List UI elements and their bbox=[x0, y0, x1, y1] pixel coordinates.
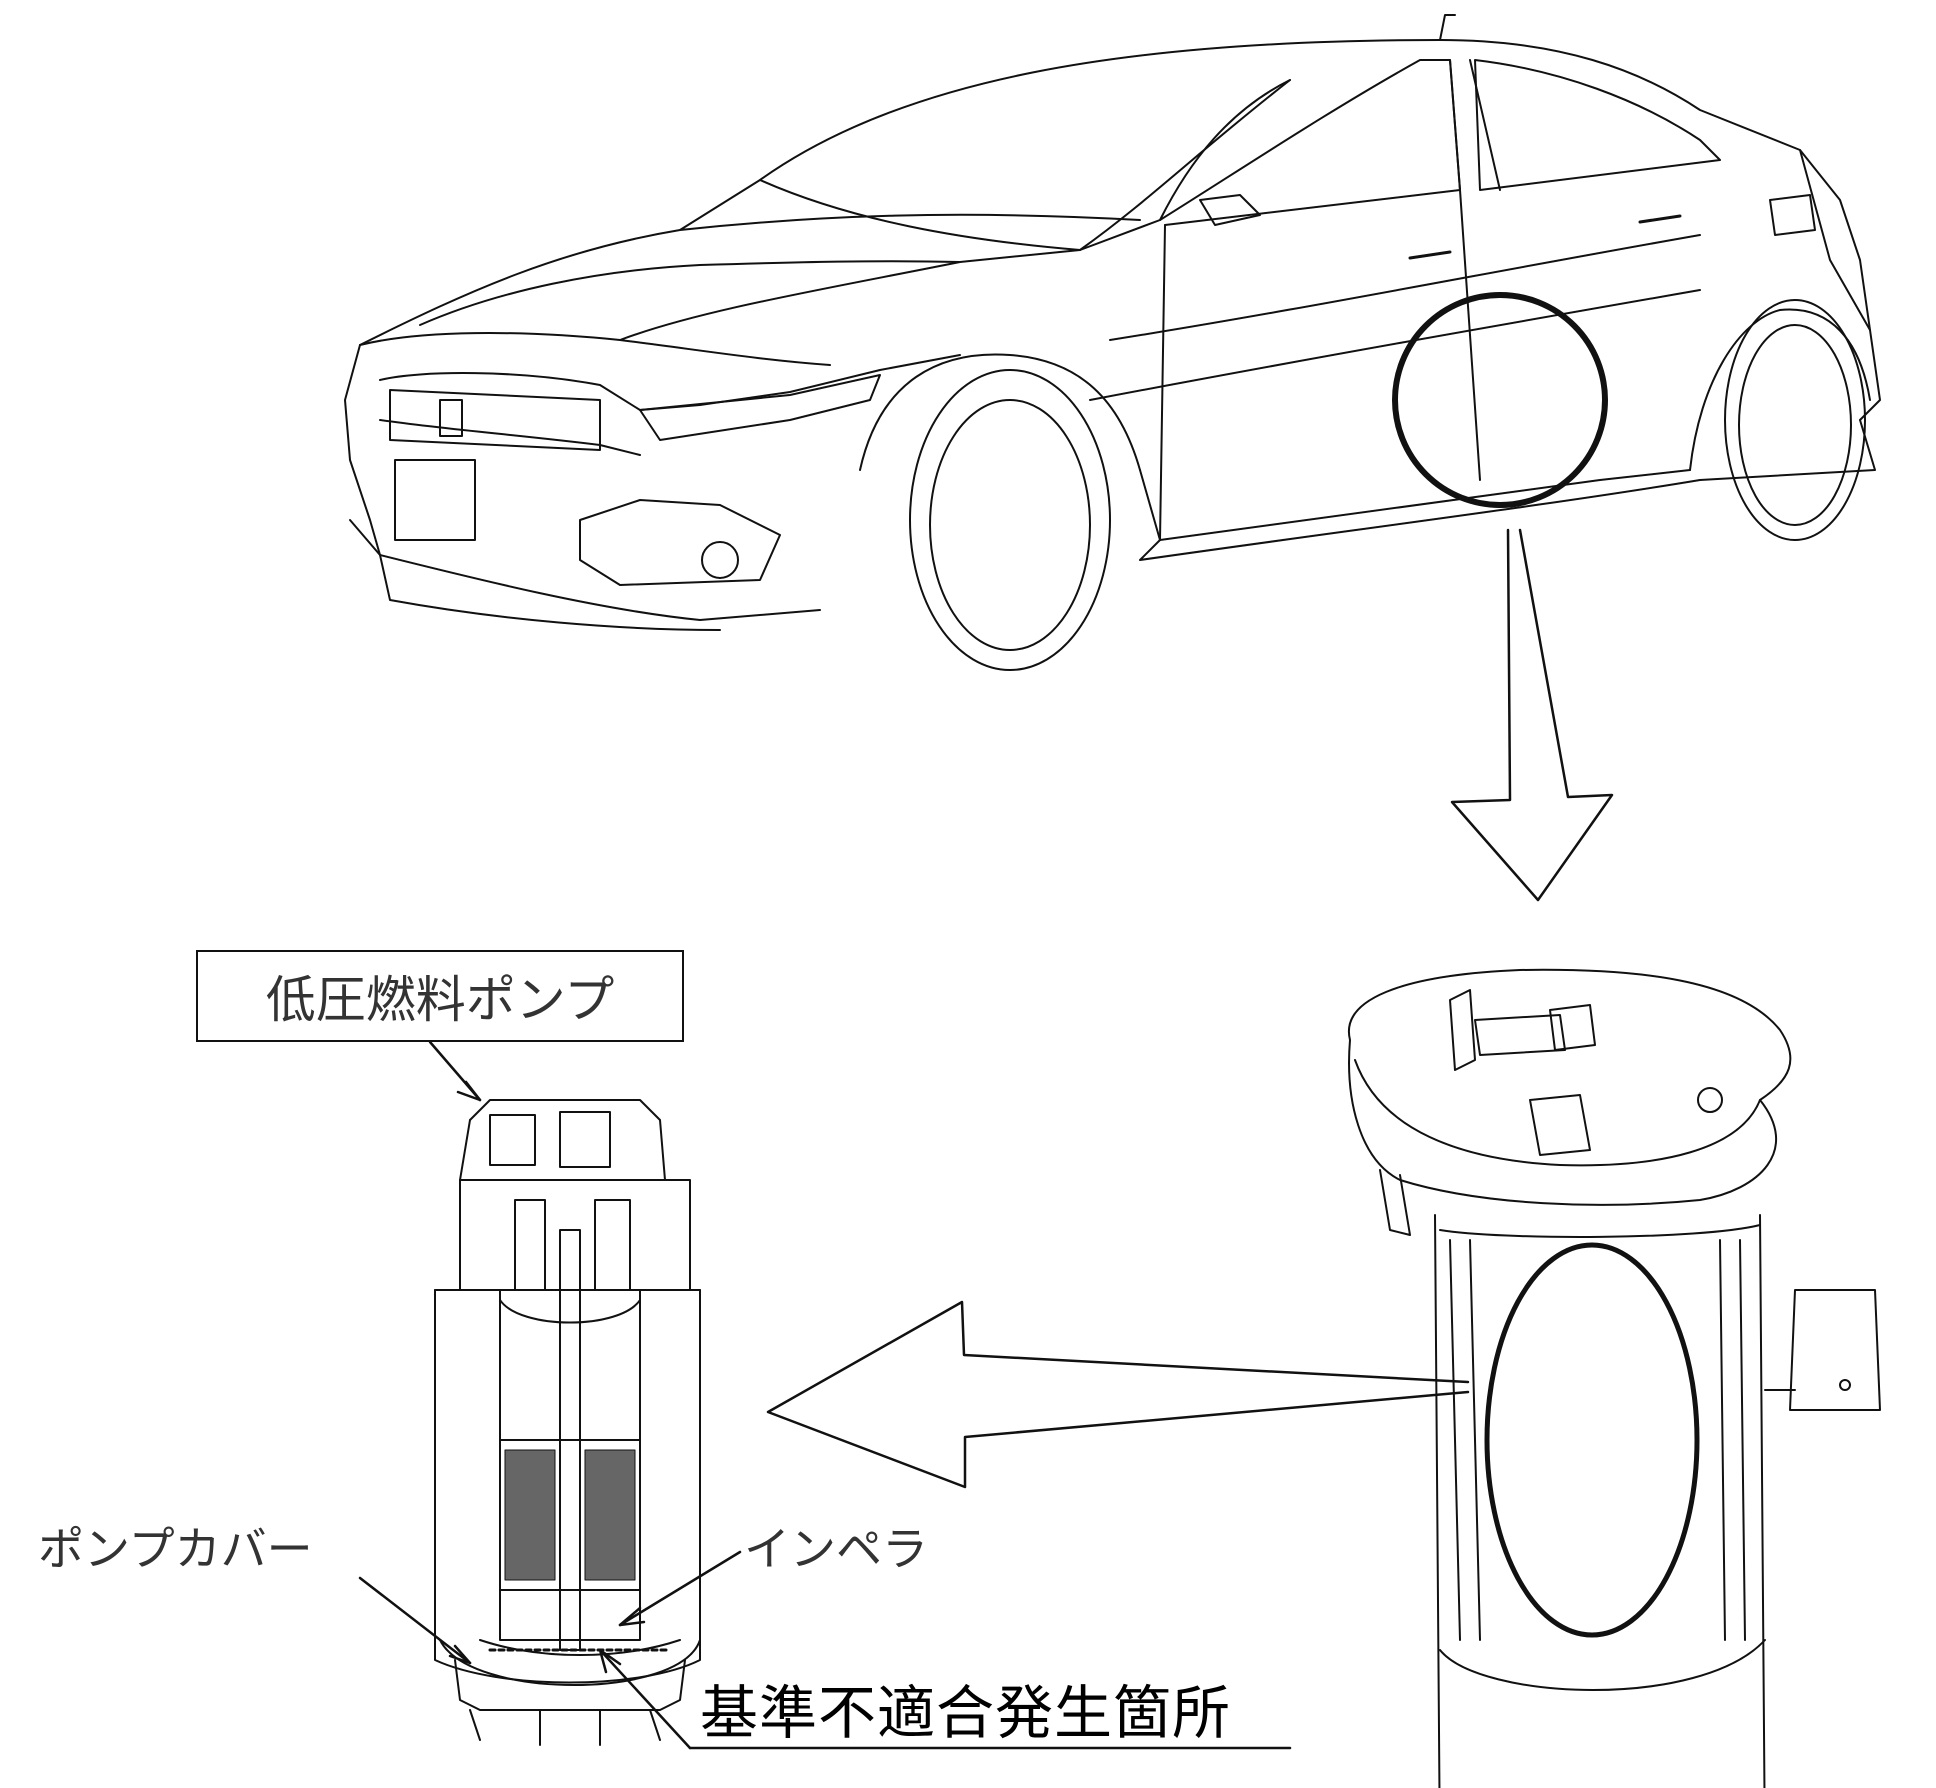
module-highlight-ellipse bbox=[1484, 1242, 1700, 1638]
down-arrow bbox=[1450, 528, 1614, 902]
fuel-module-illustration bbox=[1347, 968, 1881, 1788]
main-title-label: 低圧燃料ポンプ bbox=[265, 971, 615, 1029]
leader-lines bbox=[358, 1040, 1292, 1750]
car-highlight-circle bbox=[1392, 292, 1608, 508]
left-arrow bbox=[766, 1300, 1470, 1489]
pump-cover-label: ポンプカバー bbox=[38, 1522, 313, 1576]
impeller-label: インペラ bbox=[744, 1522, 928, 1576]
car-illustration bbox=[344, 14, 1881, 671]
defect-location-label: 基準不適合発生箇所 bbox=[700, 1679, 1232, 1747]
pump-illustration bbox=[434, 1099, 701, 1746]
main-title-box: 低圧燃料ポンプ bbox=[196, 950, 684, 1042]
